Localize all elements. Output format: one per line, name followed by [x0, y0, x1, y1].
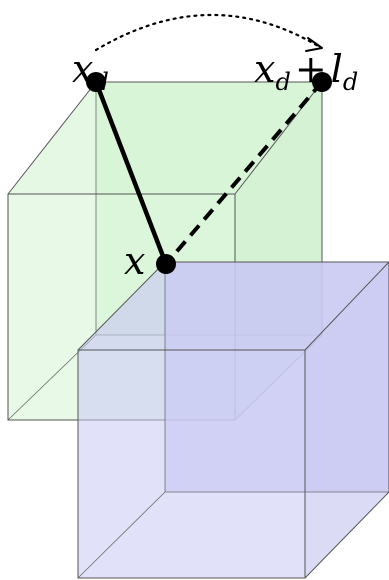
blue-cube-edge	[77, 261, 166, 351]
label-x: x	[124, 239, 145, 283]
blue-cube-hidden-edge	[77, 491, 166, 579]
blue-cube-right-face	[305, 262, 389, 578]
dashed-line-xdld-to-x	[164, 80, 324, 266]
solid-line-xd-to-x	[93, 79, 169, 267]
arrow-head-icon	[305, 37, 323, 52]
blue-cube-edge	[304, 491, 389, 579]
blue-cube-top-face	[78, 262, 389, 350]
blue-cube-front-edges	[77, 349, 306, 579]
point-x-d-plus-l-d	[312, 72, 332, 92]
blue-cube	[77, 261, 389, 579]
green-cube-top-face	[8, 82, 322, 194]
point-x-d	[86, 72, 106, 92]
point-x	[156, 254, 176, 274]
green-cube-edge	[7, 81, 97, 195]
blue-cube-edge	[304, 261, 389, 351]
dotted-arrow	[94, 13, 320, 52]
label-x-d: xd	[72, 47, 109, 96]
blue-cube-front-face	[78, 350, 305, 578]
label-x-d-plus-l-d: xd+ld	[254, 47, 358, 96]
